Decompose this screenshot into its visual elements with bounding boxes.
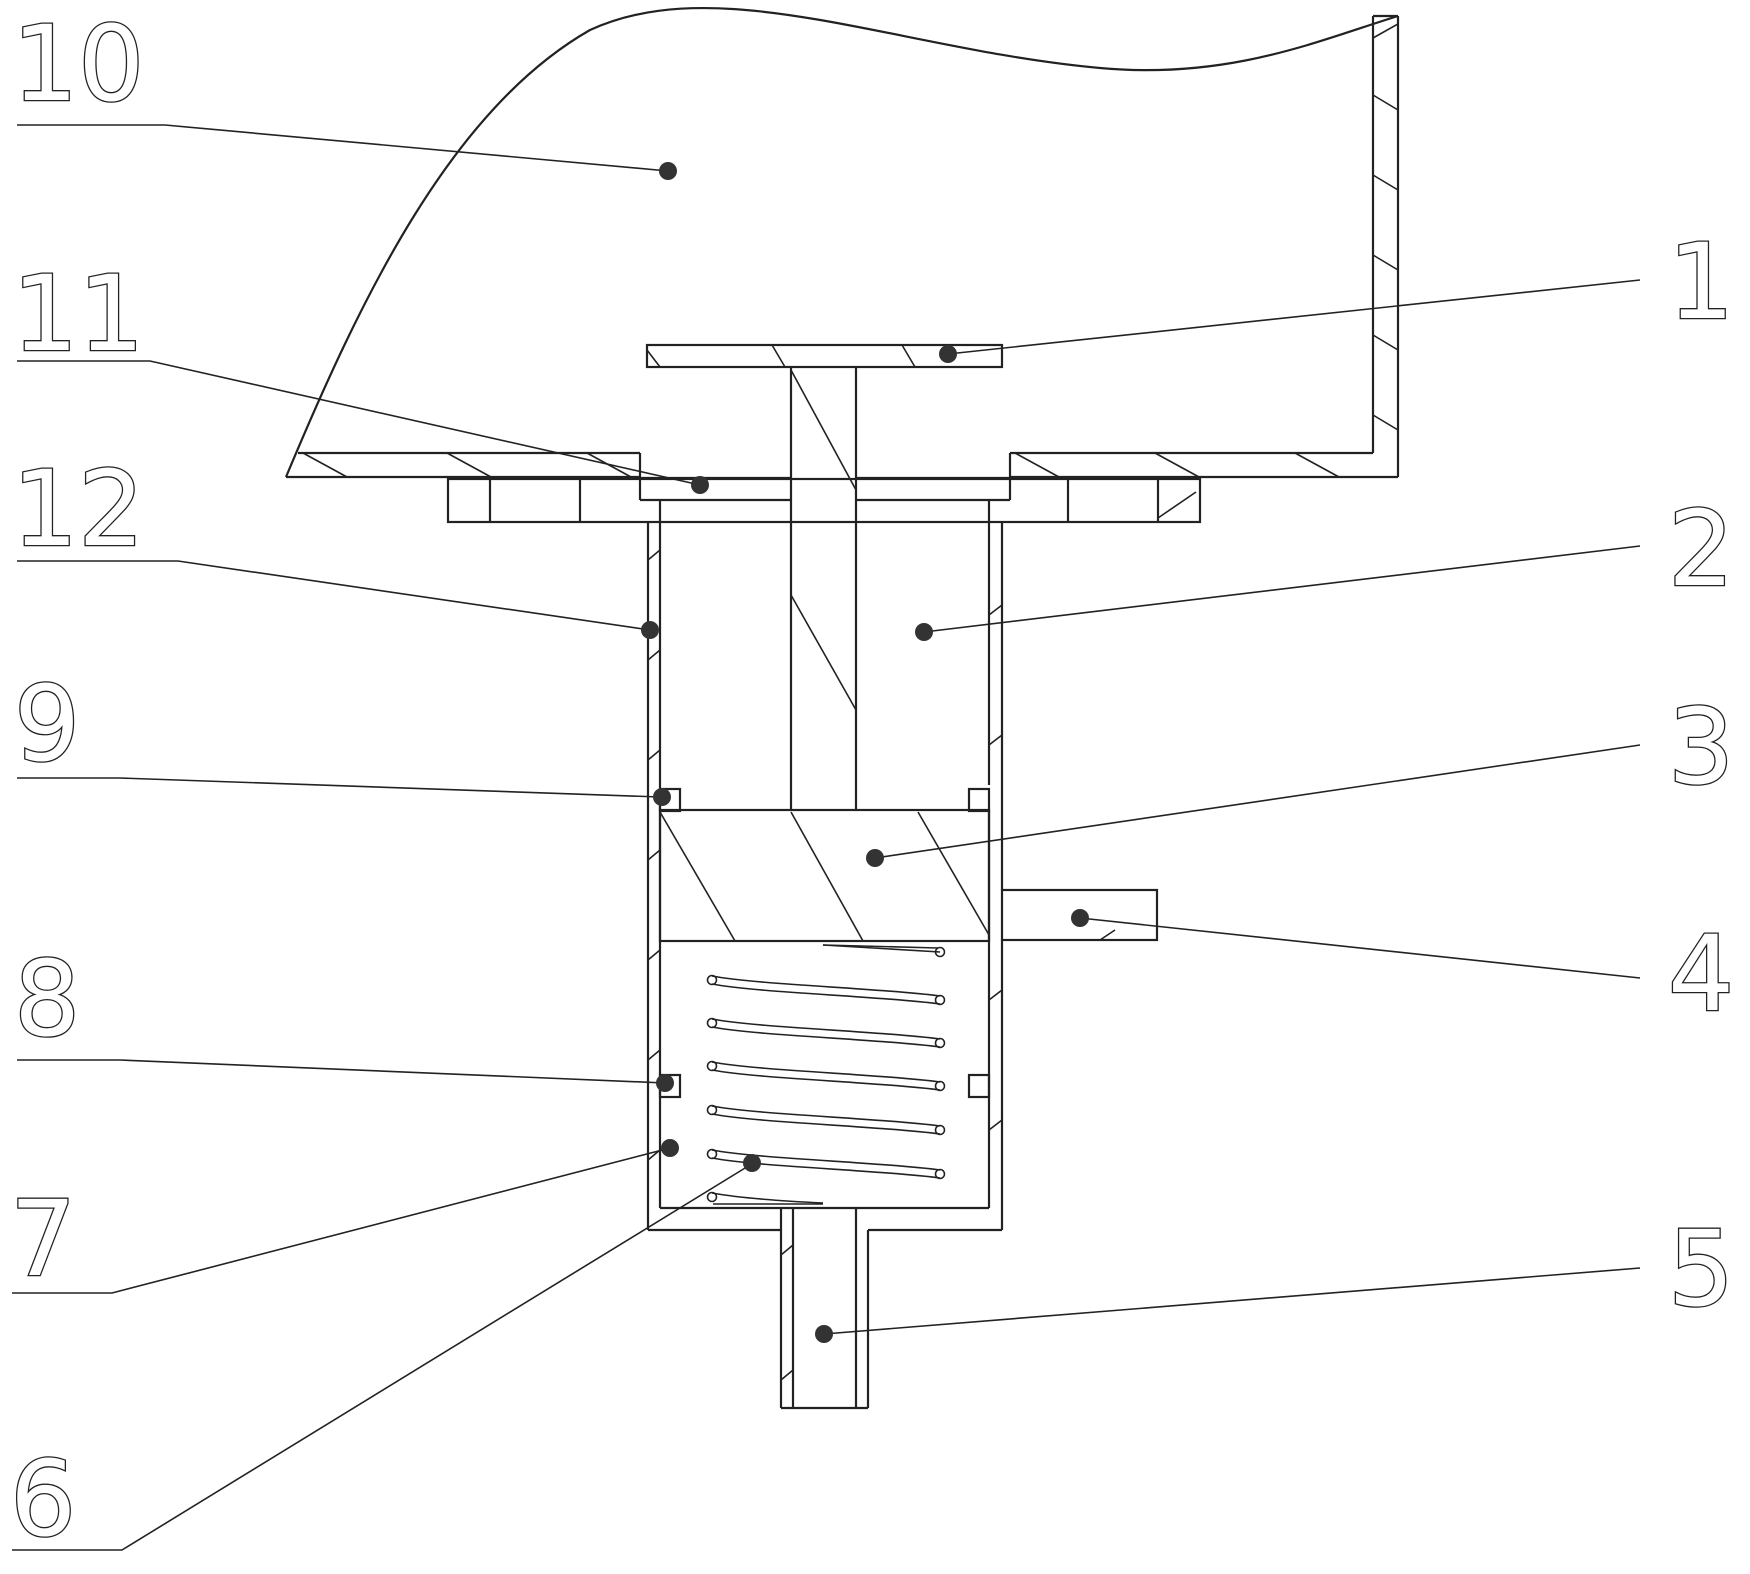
label-8: 8 bbox=[14, 938, 80, 1060]
label-10: 10 bbox=[12, 3, 144, 125]
tank-outline bbox=[284, 6, 1400, 502]
side-outlet bbox=[1000, 888, 1159, 942]
flange bbox=[446, 477, 1202, 524]
label-1: 1 bbox=[1668, 221, 1734, 343]
label-5: 5 bbox=[1668, 1208, 1734, 1330]
stop-block-lower bbox=[658, 1073, 991, 1099]
label-6: 6 bbox=[10, 1438, 76, 1560]
spring bbox=[706, 944, 946, 1205]
label-3: 3 bbox=[1668, 686, 1734, 808]
callout-labels: 10 11 12 9 8 7 6 1 2 3 4 5 bbox=[9, 2, 1736, 1562]
bottom-outlet-pipe bbox=[779, 1208, 870, 1410]
cap-plate bbox=[645, 343, 1004, 810]
label-7: 7 bbox=[10, 1178, 76, 1300]
leader-lines bbox=[12, 124, 1641, 1551]
label-9: 9 bbox=[14, 663, 80, 785]
label-4: 4 bbox=[1668, 913, 1734, 1035]
label-2: 2 bbox=[1668, 488, 1734, 610]
reference-dots bbox=[641, 162, 1089, 1343]
label-12: 12 bbox=[12, 448, 144, 570]
stop-block-top bbox=[658, 787, 991, 813]
label-11: 11 bbox=[12, 253, 144, 375]
piston bbox=[658, 808, 991, 943]
